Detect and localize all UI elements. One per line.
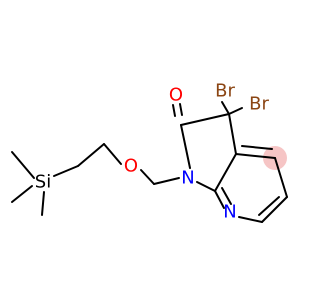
bond-si-ch2: [53, 165, 79, 177]
atom-label-br1: Br: [215, 81, 235, 102]
bond-carbonylc-cbr2: [180, 113, 230, 126]
bond-cbr2-c3a: [228, 113, 237, 155]
bond-c5-c6-inner: [258, 196, 280, 216]
bond-ch2-ch2: [77, 143, 105, 167]
atom-label-o-carbonyl: O: [169, 85, 183, 106]
bond-npyr-c7a-inner: [221, 187, 232, 205]
bond-c3a-c7a: [214, 153, 237, 192]
bond-c6-npyr: [238, 216, 263, 223]
bond-c-br1: [221, 101, 230, 115]
bond-npyr-c7a: [214, 190, 225, 209]
atom-label-si: Si: [35, 172, 51, 193]
molecule-diagram: Br Br O O N N Si: [11, 81, 288, 223]
bond-oether-ch2: [140, 169, 155, 185]
atom-label-n-pyridine: N: [223, 202, 236, 223]
bond-ch2-oether: [103, 143, 122, 165]
atom-label-n-ring: N: [181, 168, 194, 189]
bond-c-br2: [228, 107, 243, 115]
bond-si-methyl-left: [11, 185, 33, 203]
atom-label-br2: Br: [249, 94, 269, 115]
bond-c4-c5: [274, 157, 288, 198]
bond-ch2-n: [153, 177, 180, 185]
bond-c7a-n: [196, 181, 216, 192]
bond-co-double-a: [172, 104, 176, 117]
bond-n-carbonylc: [180, 124, 191, 169]
atom-label-o-ether: O: [124, 156, 138, 177]
bond-c5-c6: [261, 196, 288, 223]
bond-c3a-c4-inner: [241, 145, 273, 150]
bond-c3a-c4: [235, 153, 276, 159]
bond-si-methyl-bottom: [41, 191, 45, 216]
bond-co-double-b: [179, 103, 183, 116]
bond-si-methyl-top: [11, 151, 35, 179]
